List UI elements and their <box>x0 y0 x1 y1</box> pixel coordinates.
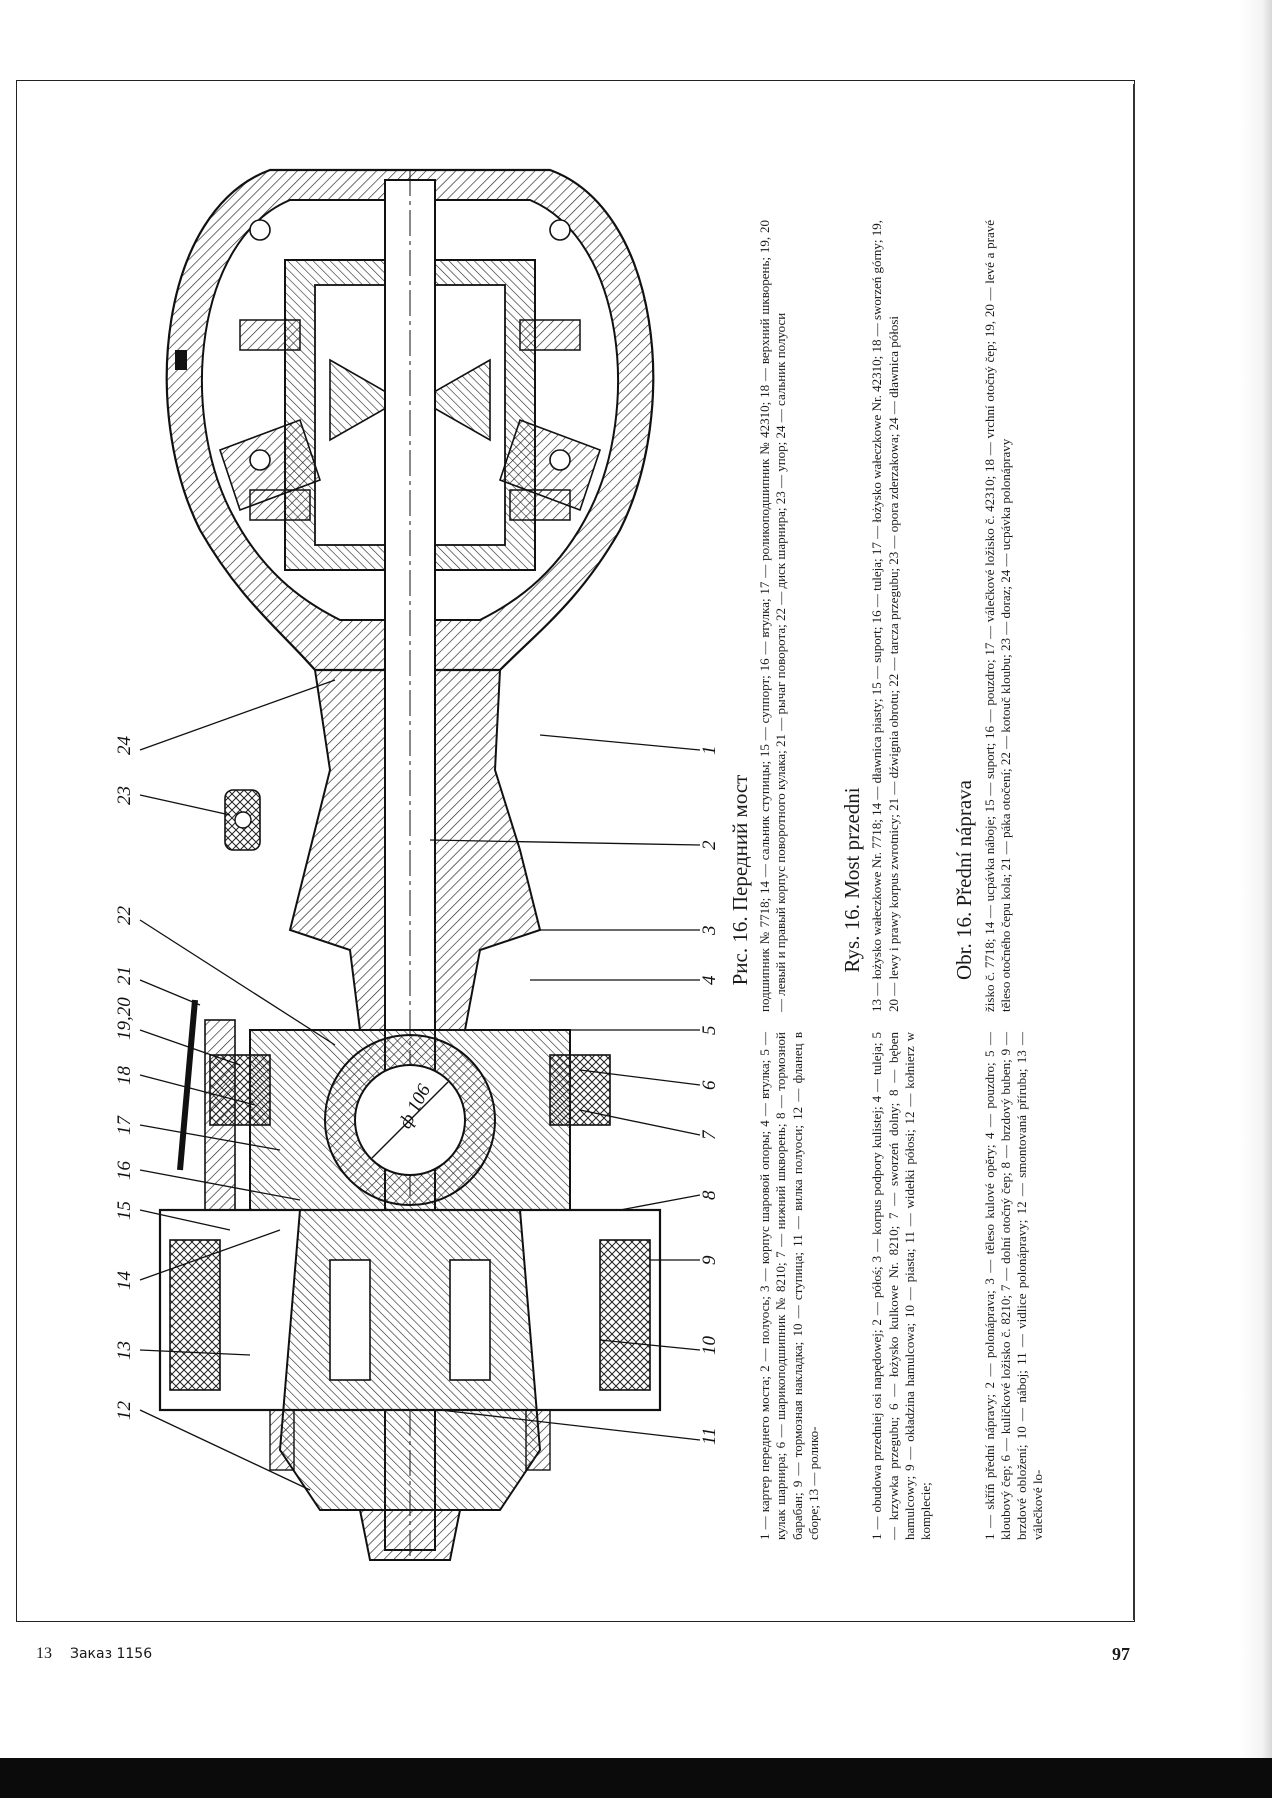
caption-block: Рис. 16. Передний мост 1 — картер передн… <box>728 220 1065 1540</box>
page-footer-left: 13 Заказ 1156 <box>36 1645 152 1663</box>
callouts-right: 1 2 3 4 5 6 7 8 9 10 11 <box>699 746 720 1446</box>
wheel-hub-and-brake-drum <box>158 1208 662 1561</box>
caption-legend-ru: 1 — картер переднего моста; 2 — полуось;… <box>757 220 822 1540</box>
callout-2: 2 <box>699 840 720 850</box>
front-axle-drawing: ф 106 <box>114 168 720 1561</box>
caption-title-pl: Rys. 16. Most przedni <box>840 787 865 973</box>
callout-7: 7 <box>699 1129 720 1140</box>
frame-right-rule <box>1133 84 1135 1620</box>
callout-4: 4 <box>699 975 720 985</box>
callout-3: 3 <box>699 926 720 937</box>
callout-16: 16 <box>114 1161 135 1181</box>
callout-19-20: 19,20 <box>114 997 135 1040</box>
callout-14: 14 <box>114 1271 135 1291</box>
callout-22: 22 <box>114 906 135 926</box>
callout-15: 15 <box>114 1201 135 1220</box>
callout-9: 9 <box>699 1255 720 1265</box>
callout-18: 18 <box>114 1066 135 1086</box>
page-edge-shadow <box>1240 0 1272 1760</box>
leader-lines <box>139 679 701 1491</box>
legend-pl-col1: 1 — obudowa przedniej osi napędowej; 2 —… <box>869 1032 934 1540</box>
page-number: 97 <box>1112 1644 1130 1664</box>
callout-1: 1 <box>699 746 720 756</box>
legend-cs-col2: žisko č. 7718; 14 — ucpávka náboje; 15 —… <box>981 220 1013 1012</box>
callout-6: 6 <box>699 1080 720 1090</box>
scan-bottom-bar <box>0 1758 1272 1798</box>
callout-17: 17 <box>114 1115 135 1136</box>
callout-21: 21 <box>114 966 135 985</box>
legend-ru-col2: подшипник № 7718; 14 — сальник ступицы; … <box>757 220 789 1012</box>
caption-title-ru: Рис. 16. Передний мост <box>728 774 752 986</box>
order-note: Заказ 1156 <box>70 1646 153 1662</box>
legend-cs-col1: 1 — skříň přední nápravy; 2 — polonáprav… <box>981 1032 1046 1540</box>
caption-legend-pl: 1 — obudowa przedniej osi napędowej; 2 —… <box>869 220 934 1540</box>
callout-10: 10 <box>699 1336 720 1356</box>
callouts-left: 24 23 22 21 19,20 18 17 16 15 14 13 12 <box>114 736 135 1421</box>
caption-legend-cs: 1 — skříň přední nápravy; 2 — polonáprav… <box>982 220 1047 1540</box>
caption-title-cs: Obr. 16. Přední náprava <box>952 779 977 981</box>
steering-knuckle: ф 106 <box>177 999 611 1221</box>
callout-24: 24 <box>114 736 135 756</box>
axle-tube <box>224 669 542 1031</box>
callout-11: 11 <box>699 1427 720 1445</box>
signature-number: 13 <box>36 1645 52 1662</box>
callout-12: 12 <box>114 1401 135 1421</box>
callout-23: 23 <box>114 786 135 805</box>
callout-5: 5 <box>699 1026 720 1036</box>
callout-13: 13 <box>114 1341 135 1360</box>
legend-ru-col1: 1 — картер переднего моста; 2 — полуось;… <box>757 1032 821 1540</box>
callout-8: 8 <box>699 1190 720 1200</box>
legend-pl-col2: 13 — łożysko wałeczkowe Nr. 7718; 14 — d… <box>869 220 901 1012</box>
